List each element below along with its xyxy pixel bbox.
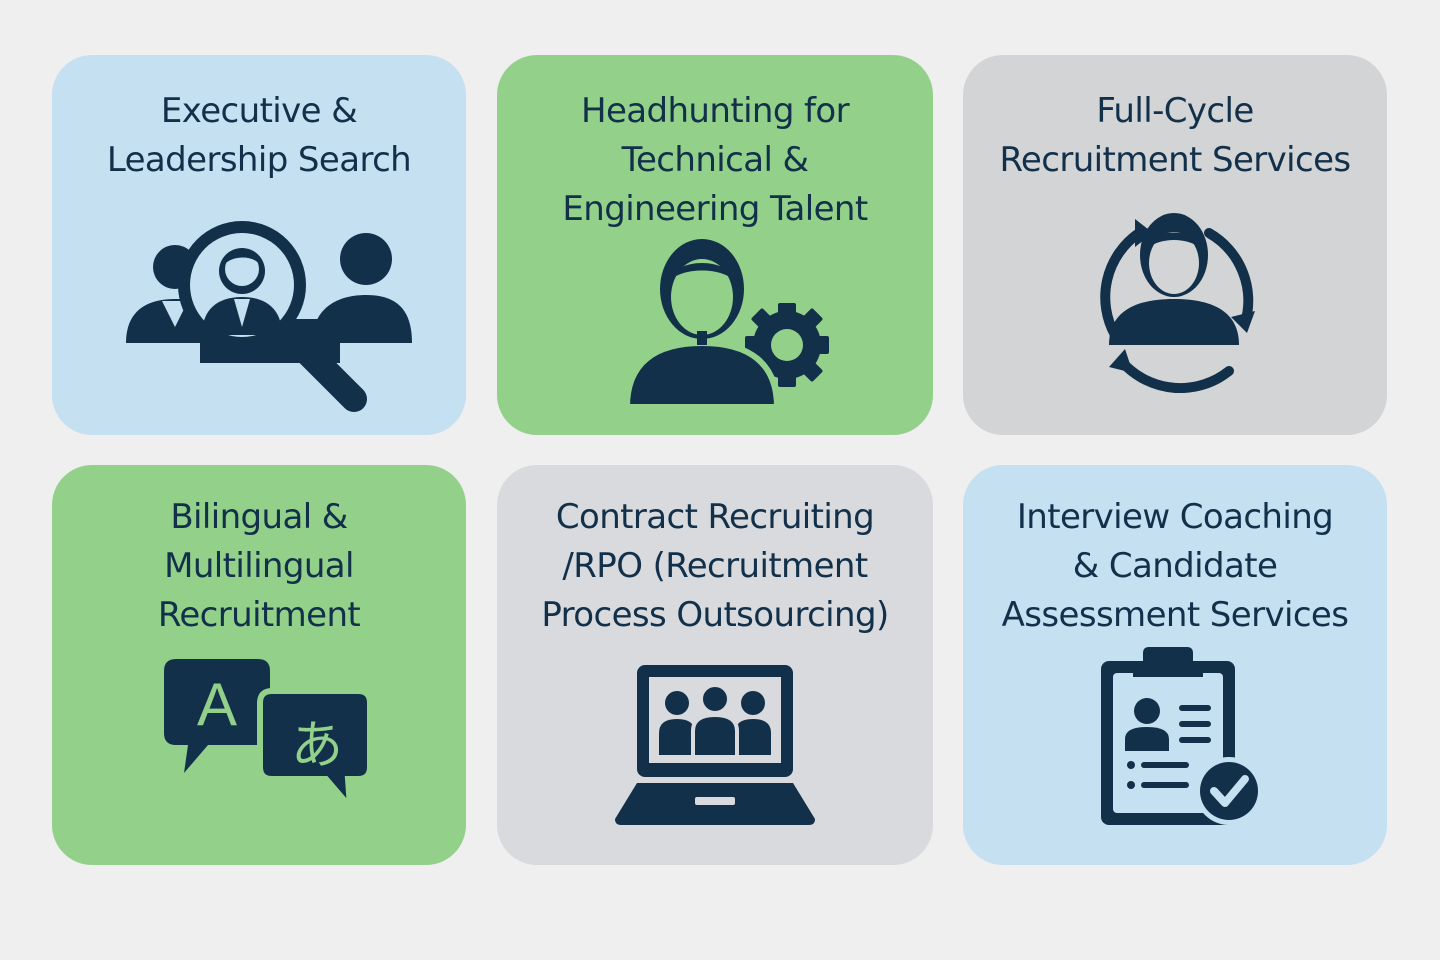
card-title: Executive & Leadership Search [62,87,456,185]
card-title-line: Technical & [621,140,809,180]
card-title-line: Leadership Search [106,140,412,180]
translation-bubbles-icon: A あ [164,657,374,812]
card-title: Interview Coaching & Candidate Assessmen… [973,493,1377,640]
clipboard-check-icon [1099,647,1269,832]
card-title-line: Contract Recruiting [555,497,875,537]
card-title-line: Recruitment [157,595,361,635]
card-title-line: Process Outsourcing) [541,595,889,635]
card-full-cycle: Full-Cycle Recruitment Services [963,55,1387,435]
card-title-line: Bilingual & [170,497,348,537]
card-title-line: /RPO (Recruitment [562,546,868,586]
person-cycle-icon [1079,203,1269,393]
card-contract-rpo: Contract Recruiting /RPO (Recruitment Pr… [497,465,933,865]
card-title: Contract Recruiting /RPO (Recruitment Pr… [507,493,923,640]
card-title: Headhunting for Technical & Engineering … [507,87,923,234]
card-title-line: Full-Cycle [1096,91,1254,131]
card-title-line: Engineering Talent [562,189,868,229]
latin-glyph: A [197,671,237,738]
card-title-line: Interview Coaching [1016,497,1334,537]
card-title-line: Executive & [160,91,358,131]
card-title-line: Recruitment Services [999,140,1351,180]
card-technical-headhunting: Headhunting for Technical & Engineering … [497,55,933,435]
card-title: Bilingual & Multilingual Recruitment [62,493,456,640]
card-title: Full-Cycle Recruitment Services [973,87,1377,185]
search-people-icon [122,215,422,455]
card-title-line: & Candidate [1072,546,1278,586]
card-title-line: Assessment Services [1001,595,1349,635]
card-title-line: Headhunting for [580,91,850,131]
card-title-line: Multilingual [164,546,354,586]
laptop-team-icon [615,663,815,828]
card-interview-coaching: Interview Coaching & Candidate Assessmen… [963,465,1387,865]
card-bilingual: Bilingual & Multilingual Recruitment A あ [52,465,466,865]
japanese-glyph: あ [291,716,343,776]
engineer-gear-icon [625,235,835,410]
card-executive-search: Executive & Leadership Search [52,55,466,435]
